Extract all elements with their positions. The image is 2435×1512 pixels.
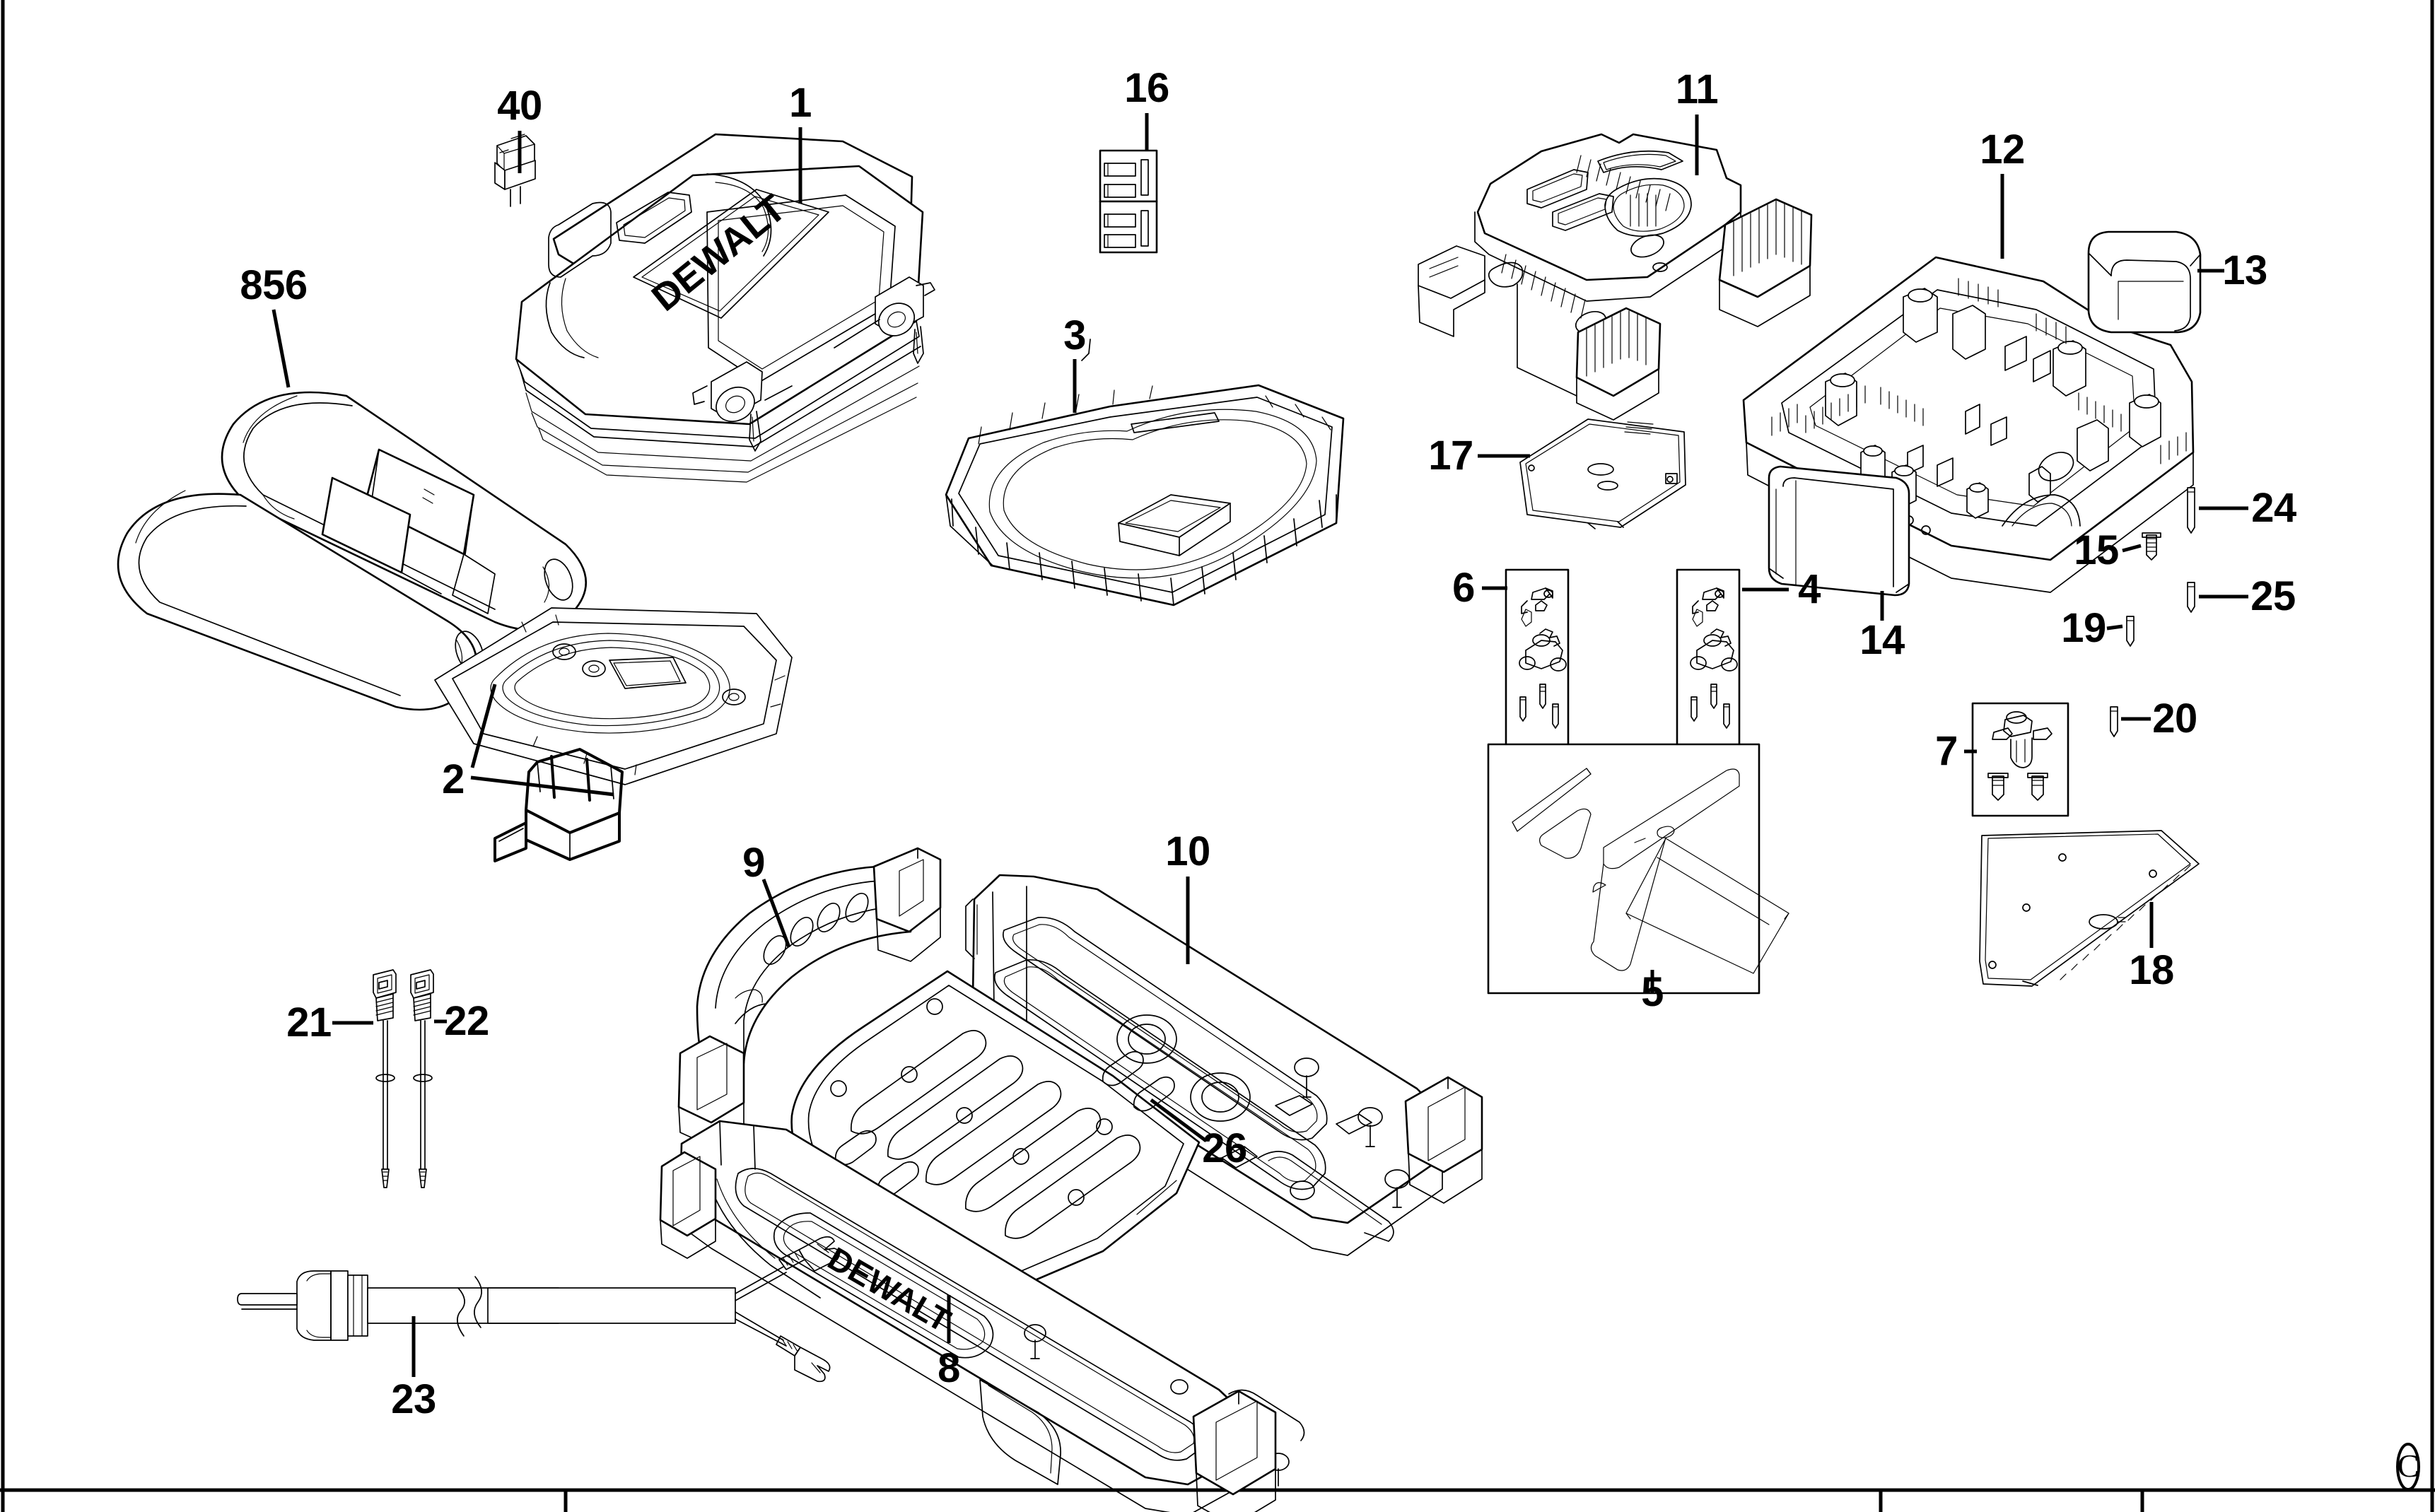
callout-1: 1: [789, 80, 812, 126]
callout-9: 9: [742, 840, 765, 886]
part-9-end-cap-right: [872, 847, 942, 962]
part-856-coiled-hose: [117, 391, 587, 711]
part-18-bottom-access-plate: [1979, 830, 2200, 987]
part-2-base-pad: [434, 607, 793, 862]
svg-text:C: C: [2398, 1448, 2419, 1484]
part-4-hardware-kit-box: [1676, 568, 1741, 746]
callout-15: 15: [2074, 527, 2119, 573]
part-15-tapping-screw: [2142, 532, 2161, 561]
part-22-terminal-wire-lead: [410, 969, 434, 1188]
part-9-end-cap-left: [677, 1035, 745, 1147]
part-8-end-cap-right: [1192, 1390, 1277, 1512]
leader-lines: [271, 113, 2248, 1377]
part-16-terminal-block: [1099, 149, 1158, 254]
part-40-rocker-switch: [494, 134, 536, 207]
part-10-frame-rail-panel: [965, 874, 1483, 1256]
callout-12: 12: [1980, 127, 2025, 172]
callout-14: 14: [1859, 617, 1905, 663]
part-8-front-handle-rail: DEWALT: [659, 1120, 1305, 1512]
callout-13: 13: [2222, 247, 2267, 293]
part-20-roll-pin: [2110, 706, 2118, 737]
part-10-end-cap-left: [965, 898, 978, 959]
part-11-middle-housing: [1418, 133, 1813, 421]
callout-26: 26: [1202, 1125, 1247, 1171]
callout-18: 18: [2129, 947, 2174, 993]
callout-16: 16: [1124, 65, 1169, 111]
part-21-terminal-wire-lead: [373, 969, 397, 1188]
part-5-label-decal-kit-box: [1487, 743, 1789, 995]
part-24-long-pin: [2187, 487, 2195, 534]
callout-2: 2: [442, 756, 465, 802]
part-9-side-handle-rail: [677, 847, 942, 1147]
part-13-rubber-grommet-boot: [2087, 230, 2202, 334]
callout-23: 23: [391, 1376, 436, 1422]
copyright-mark: C: [2396, 1443, 2420, 1491]
part-1-left-pivot-lower: [692, 361, 763, 452]
callout-25: 25: [2250, 573, 2296, 619]
part-17-mounting-plate: [1519, 418, 1686, 529]
callout-40: 40: [497, 83, 542, 129]
part-8-end-cap-left: [659, 1151, 717, 1259]
part-1-right-pivot-upper: [875, 276, 935, 364]
callout-4: 4: [1798, 566, 1821, 612]
callout-856: 856: [240, 262, 308, 308]
callout-8: 8: [938, 1345, 960, 1391]
part-25-short-pin: [2187, 582, 2195, 613]
callout-22: 22: [444, 998, 489, 1044]
part-23-power-cord: [237, 1236, 841, 1383]
part-10-end-cap-right: [1404, 1076, 1483, 1204]
part-14-battery-block: [1768, 465, 1910, 597]
part-6-hardware-kit-box: [1505, 568, 1570, 746]
part-7-latch-kit-box: [1971, 702, 2069, 817]
part-19-dowel-pin: [2126, 616, 2135, 647]
callout-20: 20: [2152, 696, 2197, 742]
callout-17: 17: [1428, 433, 1473, 479]
callout-24: 24: [2251, 485, 2296, 531]
part-1-upper-housing-cover: DEWALT: [515, 133, 1091, 483]
callout-11: 11: [1675, 66, 1719, 112]
callout-7: 7: [1935, 728, 1958, 774]
callout-19: 19: [2061, 605, 2106, 651]
callout-21: 21: [286, 1000, 332, 1045]
callout-3: 3: [1063, 312, 1086, 358]
callout-6: 6: [1452, 565, 1475, 611]
part-3-lid-cover-panel: [945, 384, 1345, 606]
callout-10: 10: [1165, 828, 1210, 874]
callout-5: 5: [1641, 969, 1664, 1015]
